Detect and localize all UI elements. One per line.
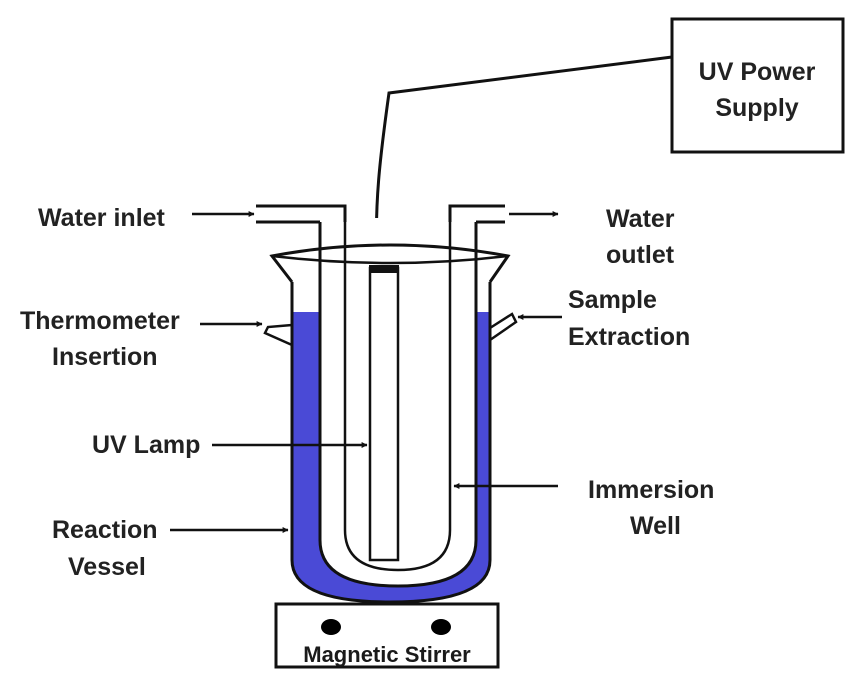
reaction-vessel-label-line1: Reaction	[52, 516, 158, 544]
uv-lamp-cap	[369, 265, 399, 273]
sample-port	[489, 312, 518, 342]
thermometer-label-line1: Thermometer	[20, 307, 180, 335]
uv-lamp	[368, 266, 400, 562]
power-supply-box	[670, 17, 845, 154]
water-outlet-label-line2: outlet	[606, 241, 675, 269]
vessel-rim	[269, 243, 511, 283]
immersion-well-label-line2: Well	[630, 512, 681, 540]
thermometer-label-line2: Insertion	[52, 343, 158, 371]
water-inlet-label: Water inlet	[38, 204, 166, 232]
stirrer-label: Magnetic Stirrer	[303, 642, 471, 667]
power-supply-label-line2: Supply	[715, 94, 798, 122]
water-outlet-label-line1: Water	[606, 205, 675, 233]
water-outlet-pipe	[448, 204, 505, 224]
immersion-well-outer	[318, 222, 478, 588]
water-inlet-pipe	[256, 204, 347, 224]
reaction-vessel-label-line2: Vessel	[68, 553, 146, 581]
magnetic-stirrer-box	[274, 602, 500, 669]
power-supply-label-line1: UV Power	[699, 58, 816, 86]
sample-label-line2: Extraction	[568, 323, 690, 351]
sample-label-line1: Sample	[568, 286, 657, 314]
immersion-well-inner	[343, 222, 452, 572]
stirrer-knob-right	[431, 619, 451, 635]
vessel-rim-front	[271, 254, 509, 265]
immersion-well-label-line1: Immersion	[588, 476, 714, 504]
thermometer-port	[263, 323, 293, 347]
reaction-vessel-outline	[290, 282, 492, 604]
uv-lamp-label: UV Lamp	[92, 431, 200, 459]
stirrer-knob-left	[321, 619, 341, 635]
